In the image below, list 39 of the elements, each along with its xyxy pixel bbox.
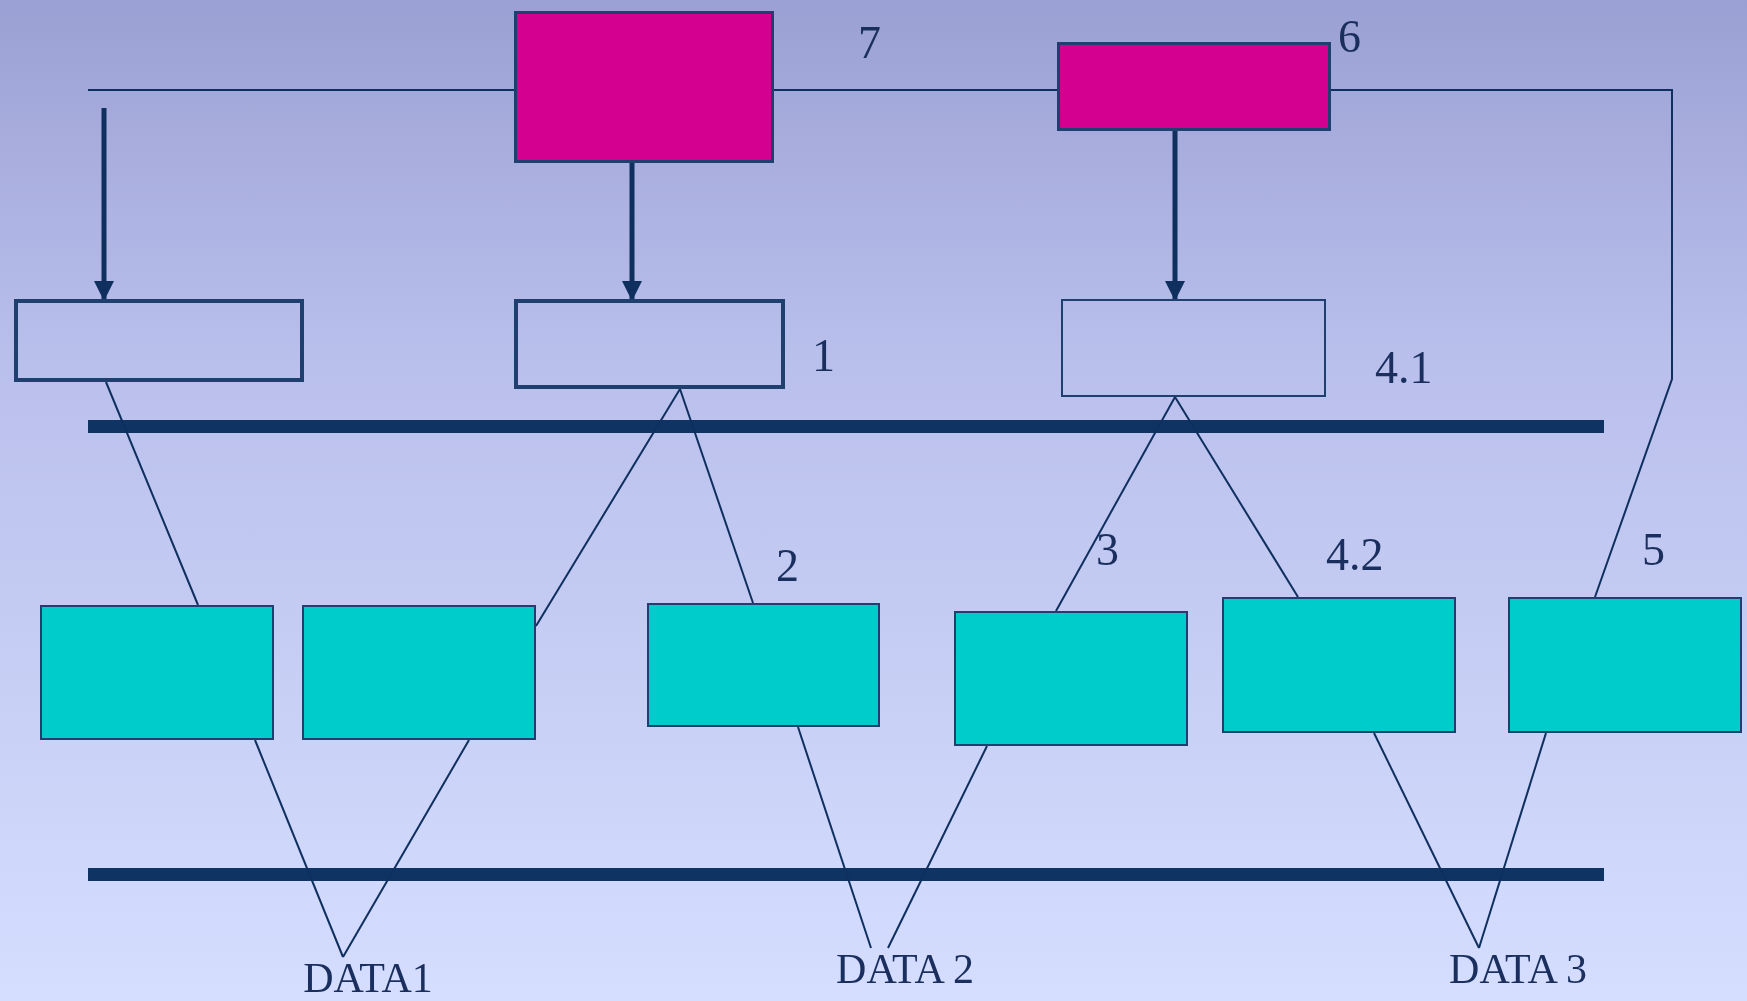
data-label: DATA1 <box>302 957 434 999</box>
connector-line <box>342 739 470 958</box>
connector-line <box>535 388 681 627</box>
callout-number: 7 <box>858 20 881 66</box>
arrow <box>622 163 642 301</box>
data-label: DATA 3 <box>1448 948 1588 990</box>
connector-line <box>1055 396 1176 612</box>
data-box <box>40 605 274 740</box>
empty-box <box>1061 299 1326 397</box>
connector-line <box>887 745 988 949</box>
data-label: DATA 2 <box>835 948 975 990</box>
arrow <box>1165 131 1185 301</box>
connector-line <box>679 388 754 604</box>
data-box <box>302 605 536 740</box>
connector-line <box>797 726 872 949</box>
connector-line <box>1373 732 1480 949</box>
data-box <box>647 603 880 727</box>
connector-line <box>254 739 344 958</box>
callout-number: 5 <box>1642 527 1665 573</box>
connector-line <box>87 89 515 91</box>
connector-line <box>773 89 1058 91</box>
callout-number: 6 <box>1338 14 1361 60</box>
connector-line <box>1174 396 1299 598</box>
callout-number: 3 <box>1096 527 1119 573</box>
data-box <box>1508 597 1742 733</box>
empty-box <box>14 299 304 382</box>
arrow <box>94 108 114 301</box>
source-box <box>1057 42 1331 131</box>
callout-number: 1 <box>812 333 835 379</box>
data-box <box>1222 597 1456 733</box>
callout-number: 4.2 <box>1326 532 1384 578</box>
callout-number: 2 <box>776 543 799 589</box>
callout-number: 4.1 <box>1375 345 1433 391</box>
connector-line <box>1330 89 1673 598</box>
empty-box <box>514 299 785 389</box>
connector-line <box>1478 732 1547 949</box>
data-box <box>954 611 1188 746</box>
connector-line <box>105 381 199 606</box>
source-box <box>514 11 774 163</box>
